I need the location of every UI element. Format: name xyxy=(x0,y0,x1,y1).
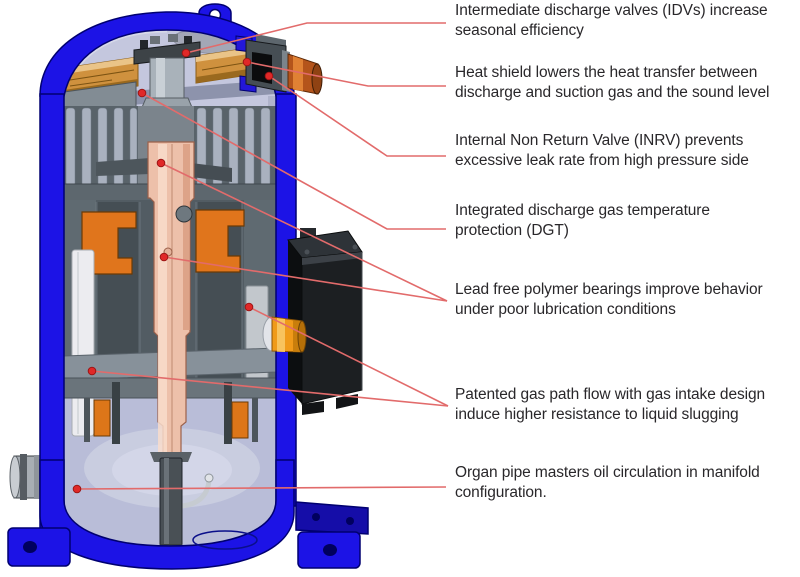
leader-inrv xyxy=(268,75,446,157)
leader-organ-pipe xyxy=(76,486,447,490)
callout-bearings-label: Lead free polymer bearings improve behav… xyxy=(455,281,763,318)
leader-heat-shield xyxy=(246,61,446,87)
callout-heat-shield-label: Heat shield lowers the heat transfer bet… xyxy=(455,64,770,101)
leader-lines xyxy=(76,22,449,490)
foot-left xyxy=(7,527,71,567)
callout-organ-pipe-label: Organ pipe masters oil circulation in ma… xyxy=(455,464,760,501)
callout-dgt-label: Integrated discharge gas temperature pro… xyxy=(455,202,710,239)
oil-sight-glass xyxy=(262,316,307,353)
leader-bearing-upper xyxy=(160,162,448,302)
terminal-box xyxy=(287,228,363,415)
leader-gas-path-right xyxy=(248,306,449,407)
leader-bearing-lower xyxy=(163,256,448,302)
leader-dgt xyxy=(141,92,446,230)
shell-bottom-bowl xyxy=(39,459,295,570)
stator xyxy=(63,106,277,203)
shell xyxy=(7,3,369,570)
shell-left-wall xyxy=(39,93,65,531)
counterweights xyxy=(81,209,245,275)
leader-gas-path-left xyxy=(91,370,449,407)
callout-inrv-label: Internal Non Return Valve (INRV) prevent… xyxy=(455,132,749,169)
mounting-flange xyxy=(295,501,369,535)
crankshaft xyxy=(147,141,195,465)
callout-gas-path-label: Patented gas path flow with gas intake d… xyxy=(455,386,766,423)
leader-idv xyxy=(185,22,446,54)
leader-anchor-dots xyxy=(72,48,274,494)
callout-idv-label: Intermediate discharge valves (IDVs) inc… xyxy=(455,2,768,39)
